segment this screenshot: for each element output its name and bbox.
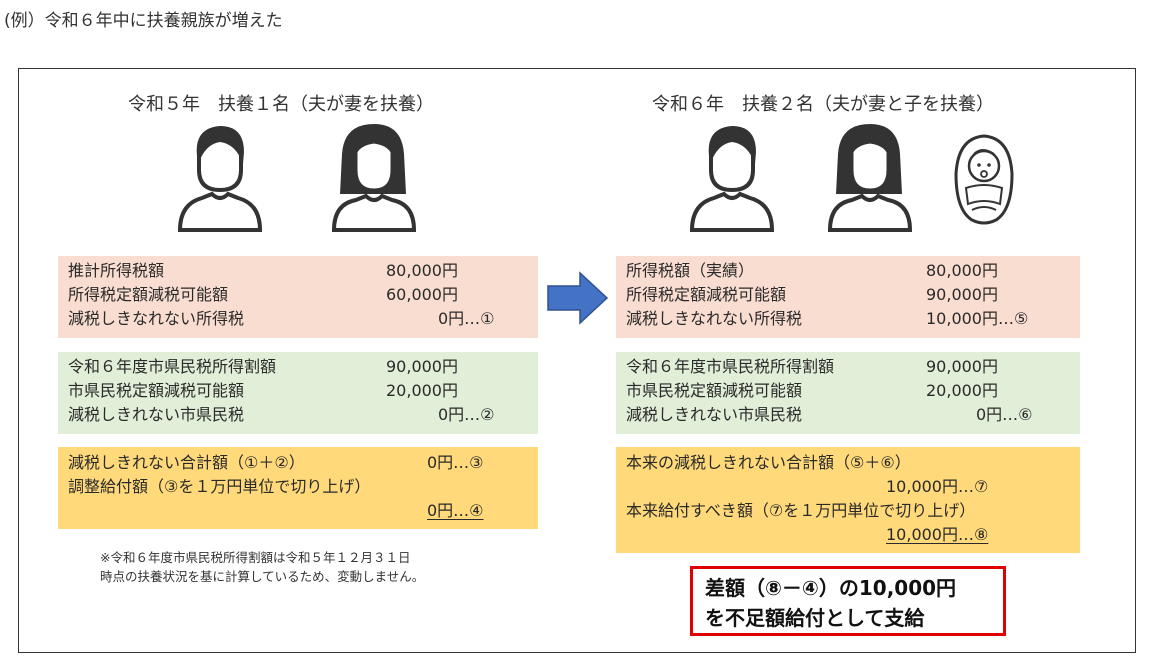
right-arrow-icon [547,271,609,325]
left-resident-tax-label-1: 令和６年度市県民税所得割額 [68,357,277,376]
left-resident-tax-value-2: 20,000円 [386,381,458,400]
right-resident-tax-label-3: 減税しきれない市県民税 [626,405,803,424]
man-icon [177,126,263,232]
left-resident-tax-box: 令和６年度市県民税所得割額 90,000円 市県民税定額減税可能額 20,000… [58,352,538,434]
right-income-tax-box: 所得税額（実績） 80,000円 所得税定額減税可能額 90,000円 減税しき… [616,256,1080,338]
note-line-1: ※令和６年度市県民税所得割額は令和５年１２月３１日 [100,550,411,565]
left-total-value-2: 0円…④ [427,501,484,520]
baby-icon [954,134,1014,225]
left-income-tax-value-2: 60,000円 [386,285,458,304]
man-icon [689,126,775,232]
left-resident-tax-value-3: 0円…② [438,405,495,424]
right-total-value-1: 10,000円…⑦ [886,477,989,496]
left-panel-title: 令和５年 扶養１名（夫が妻を扶養） [128,94,434,115]
left-income-tax-label-1: 推計所得税額 [68,261,165,280]
right-resident-tax-label-1: 令和６年度市県民税所得割額 [626,357,835,376]
right-income-tax-label-1: 所得税額（実績） [626,261,755,280]
right-income-tax-label-3: 減税しきなれない所得税 [626,309,803,328]
right-resident-tax-box: 令和６年度市県民税所得割額 90,000円 市県民税定額減税可能額 20,000… [616,352,1080,434]
right-panel-title: 令和６年 扶養２名（夫が妻と子を扶養） [652,94,994,115]
left-total-label-2: 調整給付額（③を１万円単位で切り上げ） [68,477,371,496]
woman-icon [331,124,417,232]
callout-line-2: を不足額給付として支給 [705,606,925,630]
right-total-value-2: 10,000円…⑧ [886,525,989,544]
left-resident-tax-label-3: 減税しきれない市県民税 [68,405,245,424]
right-total-label-2: 本来給付すべき額（⑦を１万円単位で切り上げ） [626,501,976,520]
note-line-2: 時点の扶養状況を基に計算しているため、変動しません。 [100,569,425,584]
right-total-label-1: 本来の減税しきれない合計額（⑤＋⑥） [626,453,911,472]
left-total-box: 減税しきれない合計額（①＋②） 0円…③ 調整給付額（③を１万円単位で切り上げ）… [58,447,538,529]
woman-icon [827,124,913,232]
left-resident-tax-label-2: 市県民税定額減税可能額 [68,381,245,400]
right-income-tax-value-1: 80,000円 [926,261,998,280]
shortfall-callout: 差額（⑧－④）の10,000円 を不足額給付として支給 [690,566,1006,636]
right-income-tax-value-2: 90,000円 [926,285,998,304]
left-resident-tax-value-1: 90,000円 [386,357,458,376]
right-resident-tax-value-2: 20,000円 [926,381,998,400]
left-income-tax-box: 推計所得税額 80,000円 所得税定額減税可能額 60,000円 減税しきなれ… [58,256,538,338]
page-heading: (例）令和６年中に扶養親族が増えた [4,11,283,31]
right-resident-tax-value-1: 90,000円 [926,357,998,376]
right-resident-tax-value-3: 0円…⑥ [976,405,1033,424]
left-total-label-1: 減税しきれない合計額（①＋②） [68,453,305,472]
left-total-value-1: 0円…③ [427,453,484,472]
right-resident-tax-label-2: 市県民税定額減税可能額 [626,381,803,400]
right-total-box: 本来の減税しきれない合計額（⑤＋⑥） 10,000円…⑦ 本来給付すべき額（⑦を… [616,447,1080,553]
left-income-tax-value-3: 0円…① [438,309,495,328]
left-income-tax-label-2: 所得税定額減税可能額 [68,285,229,304]
right-income-tax-value-3: 10,000円…⑤ [926,309,1029,328]
diagram-frame [18,68,1136,653]
right-income-tax-label-2: 所得税定額減税可能額 [626,285,787,304]
left-income-tax-label-3: 減税しきなれない所得税 [68,309,245,328]
callout-line-1: 差額（⑧－④）の10,000円 [705,576,957,600]
left-income-tax-value-1: 80,000円 [386,261,458,280]
